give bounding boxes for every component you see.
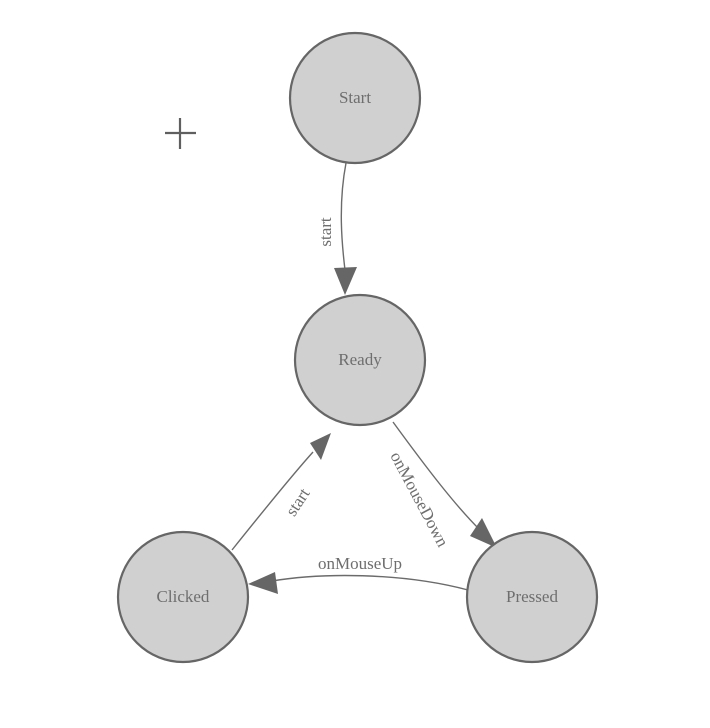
node-clicked-label: Clicked	[157, 587, 210, 606]
node-pressed-circle[interactable]	[465, 530, 599, 664]
node-ready-label: Ready	[338, 350, 382, 369]
edge-label-pressed-to-clicked: onMouseUp	[318, 554, 402, 573]
arrowhead-into-pressed	[470, 518, 497, 548]
arrowhead-into-clicked	[248, 572, 278, 594]
node-start-label: Start	[339, 88, 371, 107]
edge-label-clicked-to-ready: start	[282, 484, 314, 519]
arrowhead-into-ready-from-clicked	[310, 433, 331, 460]
node-ready[interactable]: Ready	[293, 293, 427, 427]
edge-pressed-to-clicked: onMouseUp	[248, 554, 469, 594]
arrowhead-into-ready	[334, 267, 357, 295]
node-ready-circle[interactable]	[293, 293, 427, 427]
edge-start-to-ready: start	[316, 162, 357, 295]
edge-label-ready-to-pressed: onMouseDown	[386, 449, 452, 551]
node-pressed-label: Pressed	[506, 587, 558, 606]
edge-clicked-to-ready: start	[231, 433, 331, 551]
edge-label-start-to-ready: start	[316, 217, 335, 247]
node-start[interactable]: Start	[288, 31, 422, 165]
plus-marker-icon	[165, 118, 196, 149]
node-clicked-circle[interactable]	[116, 530, 250, 664]
node-pressed[interactable]: Pressed	[465, 530, 599, 664]
node-start-circle[interactable]	[288, 31, 422, 165]
node-clicked[interactable]: Clicked	[116, 530, 250, 664]
edge-ready-to-pressed: onMouseDown	[386, 421, 497, 551]
